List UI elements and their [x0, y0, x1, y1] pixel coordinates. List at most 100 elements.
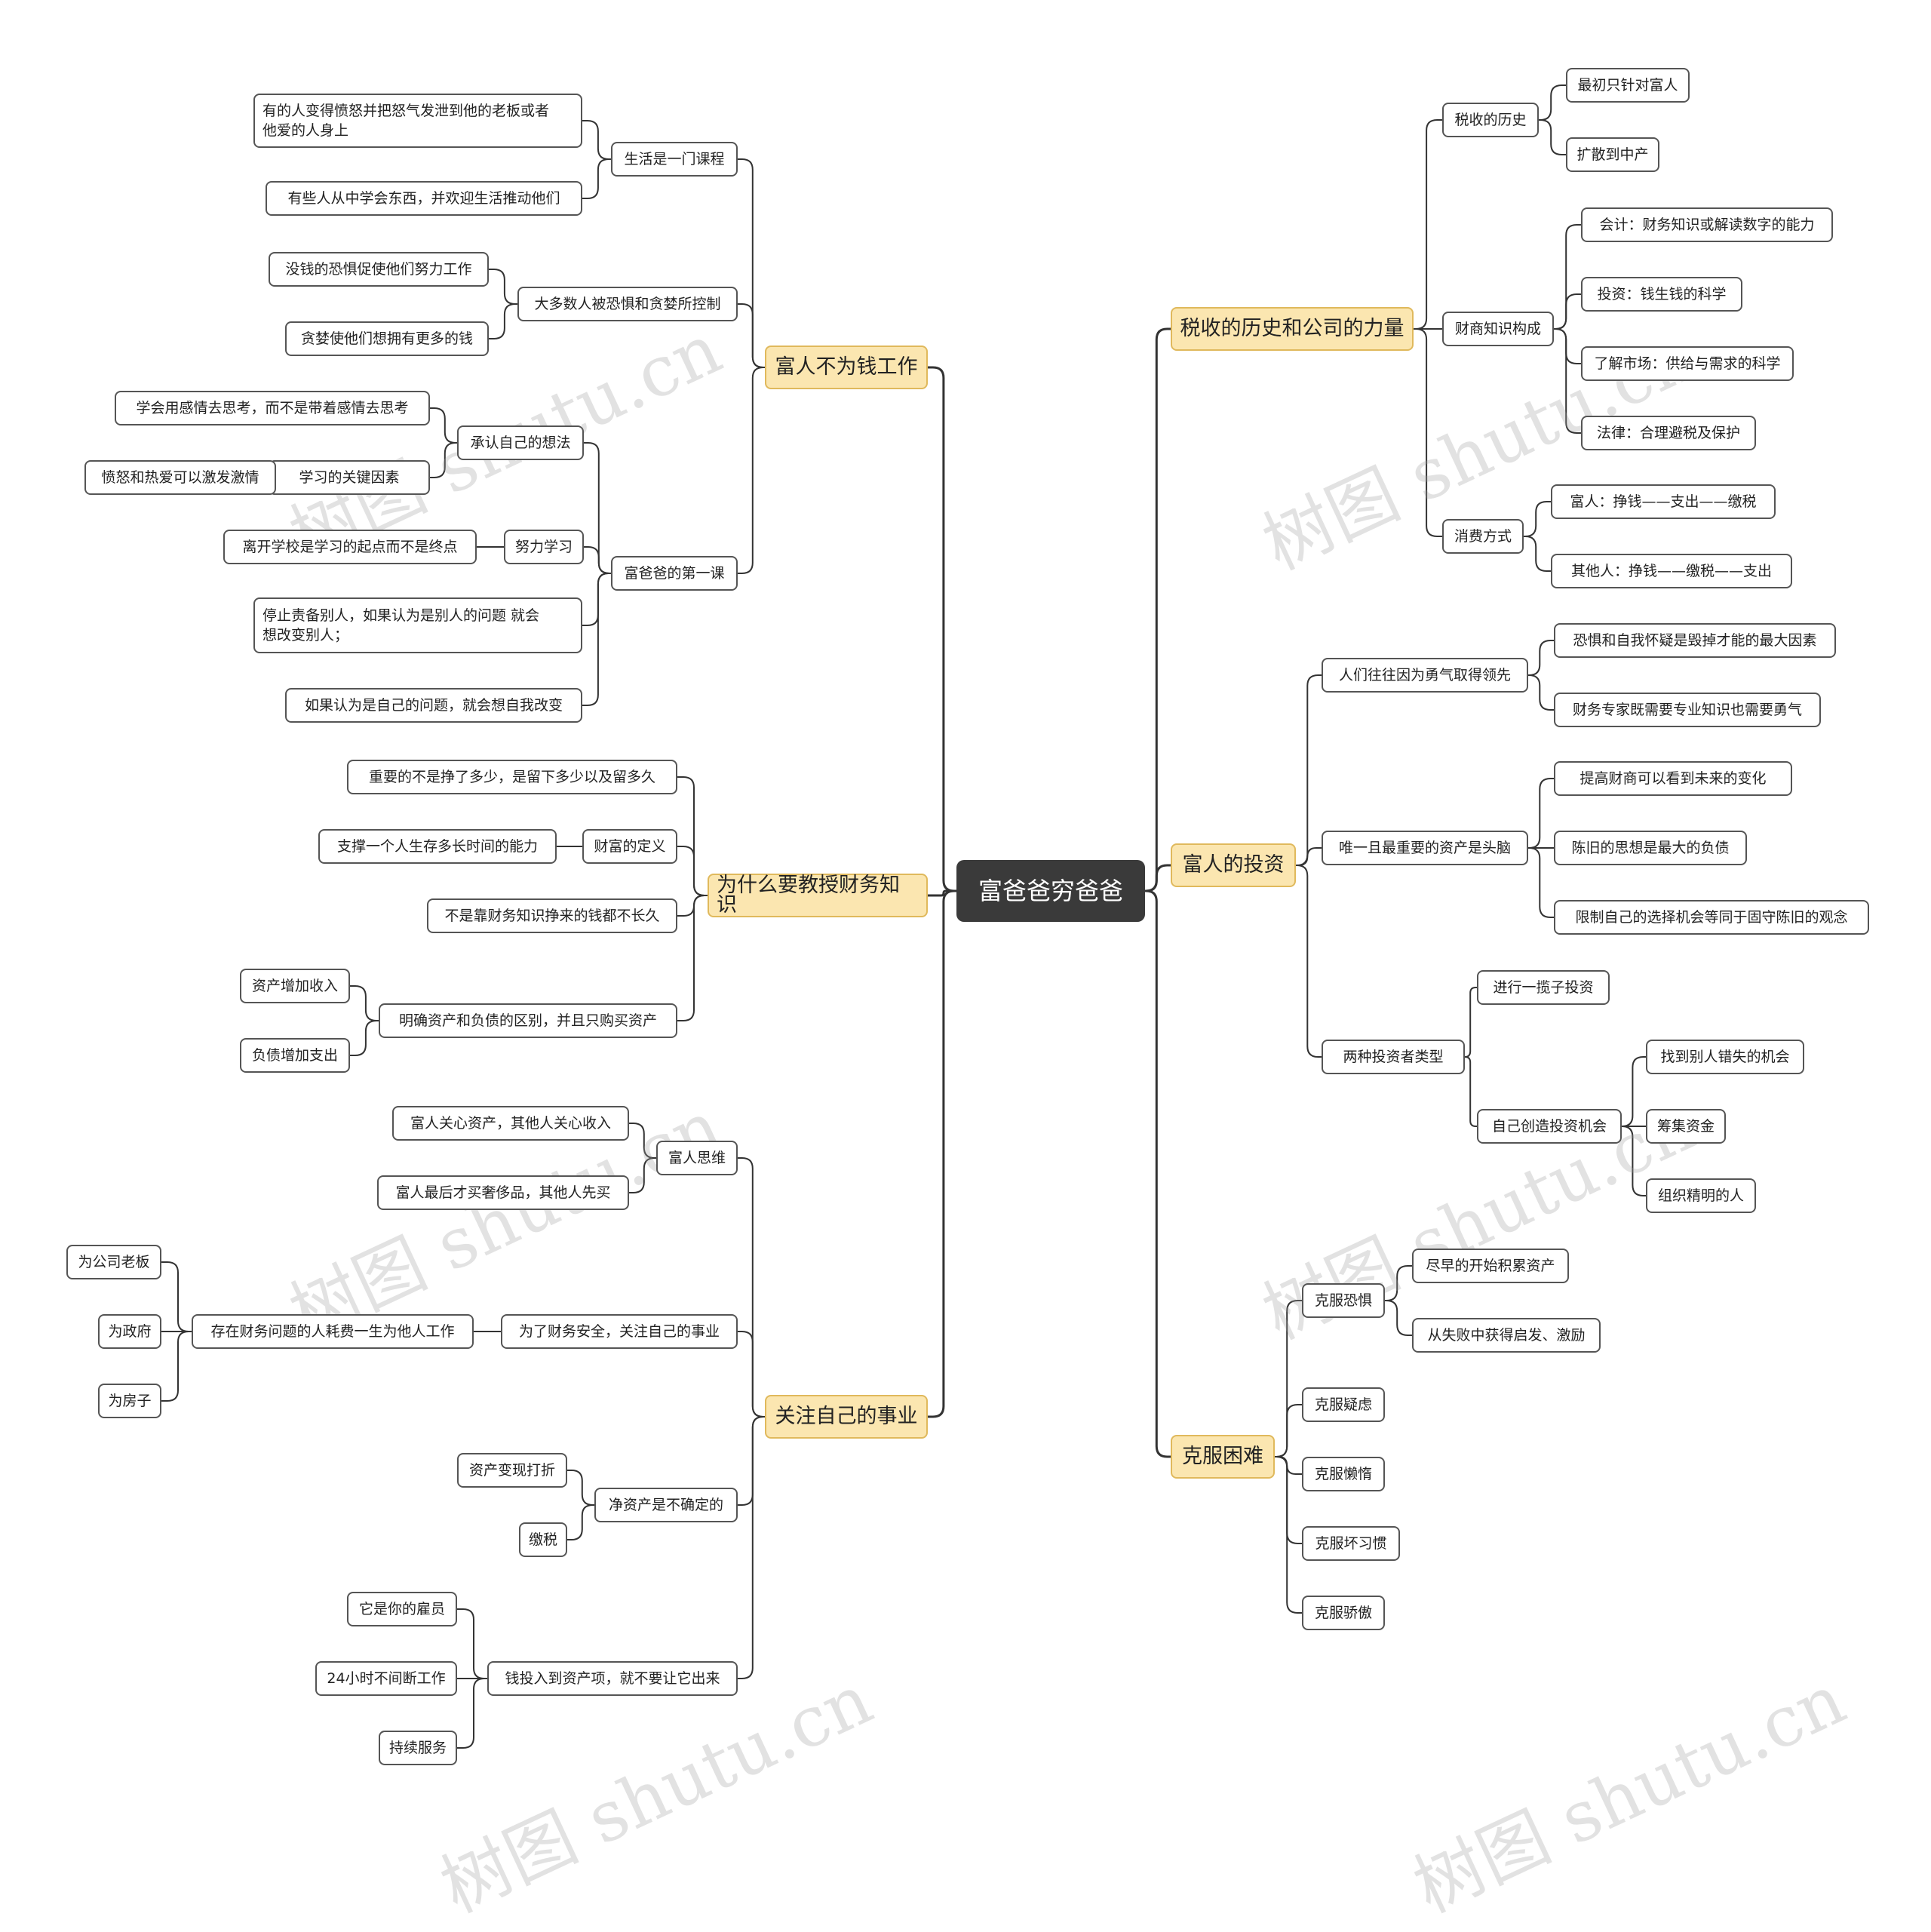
branch-why-teach-finance[interactable]: 为什么要教授财务知识	[708, 874, 928, 917]
node-overcome-laziness[interactable]: 克服懒惰	[1302, 1457, 1385, 1491]
connector-line	[1464, 987, 1477, 1058]
node-money-not-lasting[interactable]: 不是靠财务知识挣来的钱都不长久	[427, 898, 677, 933]
node-tax-middle-class[interactable]: 扩散到中产	[1566, 137, 1659, 172]
node-tax-rich-only[interactable]: 最初只针对富人	[1566, 68, 1690, 103]
node-spending-rich[interactable]: 富人：挣钱——支出——缴税	[1551, 484, 1776, 519]
node-anger-love[interactable]: 愤怒和热爱可以激发激情	[84, 460, 276, 495]
connector-line	[584, 546, 611, 574]
connector-line	[677, 846, 708, 896]
branch-rich-investing[interactable]: 富人的投资	[1171, 843, 1296, 887]
node-overcome-fear[interactable]: 克服恐惧	[1302, 1283, 1385, 1318]
node-overcome-doubt[interactable]: 克服疑虑	[1302, 1387, 1385, 1422]
node-taxes[interactable]: 缴税	[519, 1522, 567, 1557]
node-organize-smart[interactable]: 组织精明的人	[1646, 1178, 1756, 1213]
connector-line	[738, 158, 765, 368]
node-expert-courage[interactable]: 财务专家既需要专业知识也需要勇气	[1554, 693, 1821, 727]
connector-line	[928, 889, 956, 897]
node-overcome-bad-habits[interactable]: 克服坏习惯	[1302, 1526, 1400, 1561]
node-create-opportunity[interactable]: 自己创造投资机会	[1477, 1109, 1622, 1144]
connector-line	[738, 367, 765, 574]
node-fear-greed[interactable]: 大多数人被恐惧和贪婪所控制	[517, 287, 738, 321]
node-fq-market[interactable]: 了解市场：供给与需求的科学	[1581, 346, 1794, 381]
branch-tax-history[interactable]: 税收的历史和公司的力量	[1171, 307, 1414, 351]
node-greed[interactable]: 贪婪使他们想拥有更多的钱	[285, 321, 489, 356]
node-survive-ability[interactable]: 支撑一个人生存多长时间的能力	[318, 829, 557, 864]
node-asset-income[interactable]: 资产增加收入	[240, 969, 350, 1003]
node-net-worth-uncertain[interactable]: 净资产是不确定的	[594, 1488, 738, 1522]
node-asset-vs-liability[interactable]: 明确资产和负债的区别，并且只购买资产	[379, 1003, 677, 1038]
node-early-assets[interactable]: 尽早的开始积累资产	[1412, 1249, 1569, 1283]
node-fq-accounting[interactable]: 会计：财务知识或解读数字的能力	[1581, 207, 1833, 242]
node-investor-types[interactable]: 两种投资者类型	[1322, 1040, 1465, 1074]
connector-line	[1539, 119, 1566, 155]
node-life-lesson[interactable]: 生活是一门课程	[611, 142, 738, 177]
node-spending-others[interactable]: 其他人：挣钱——缴税——支出	[1551, 554, 1792, 588]
node-limit-choices[interactable]: 限制自己的选择机会等同于固守陈旧的观念	[1554, 900, 1869, 935]
branch-mind-your-business[interactable]: 关注自己的事业	[765, 1395, 928, 1439]
node-assets-vs-income[interactable]: 富人关心资产，其他人关心收入	[392, 1106, 629, 1141]
connector-line	[738, 1416, 765, 1506]
node-for-boss[interactable]: 为公司老板	[66, 1245, 161, 1279]
node-learn-from-failure[interactable]: 从失败中获得启发、激励	[1412, 1318, 1601, 1353]
node-your-employee[interactable]: 它是你的雇员	[347, 1592, 457, 1626]
connector-line	[629, 1157, 656, 1193]
connector-line	[1554, 328, 1581, 434]
node-study-hard[interactable]: 努力学习	[504, 530, 584, 564]
node-self-change[interactable]: 如果认为是自己的问题，就会想自我改变	[285, 688, 582, 723]
node-rich-thinking[interactable]: 富人思维	[656, 1141, 738, 1175]
connector-line	[738, 1157, 765, 1418]
node-fear-of-no-money[interactable]: 没钱的恐惧促使他们努力工作	[269, 252, 489, 287]
node-overcome-pride[interactable]: 克服骄傲	[1302, 1596, 1385, 1630]
node-first-lesson[interactable]: 富爸爸的第一课	[611, 556, 738, 591]
root-node[interactable]: 富爸爸穷爸爸	[956, 860, 1145, 922]
node-24-hours[interactable]: 24小时不间断工作	[315, 1661, 457, 1696]
node-luxury-last[interactable]: 富人最后才买奢侈品，其他人先买	[377, 1175, 629, 1210]
connector-line	[567, 1504, 594, 1540]
node-liquidation-discount[interactable]: 资产变现打折	[457, 1453, 567, 1488]
connector-line	[350, 1020, 379, 1056]
node-stop-blaming[interactable]: 停止责备别人，如果认为是别人的问题 就会 想改变别人；	[253, 597, 582, 653]
connector-line	[457, 1608, 487, 1679]
connector-line	[1554, 224, 1581, 330]
node-fq-law[interactable]: 法律：合理避税及保护	[1581, 416, 1756, 450]
node-courage[interactable]: 人们往往因为勇气取得领先	[1322, 658, 1528, 693]
node-for-house[interactable]: 为房子	[98, 1384, 161, 1418]
connector-line	[1385, 1300, 1412, 1336]
node-financial-security[interactable]: 为了财务安全，关注自己的事业	[501, 1314, 738, 1349]
node-for-government[interactable]: 为政府	[98, 1314, 161, 1349]
branch-rich-dont-work-for-money[interactable]: 富人不为钱工作	[765, 346, 928, 389]
connector-line	[1464, 1056, 1477, 1127]
node-see-future[interactable]: 提高财商可以看到未来的变化	[1554, 761, 1792, 796]
node-wealth-definition[interactable]: 财富的定义	[582, 829, 677, 864]
connector-line	[430, 407, 457, 444]
node-keep-money[interactable]: 重要的不是挣了多少，是留下多少以及留多久	[347, 760, 677, 794]
connector-line	[350, 985, 379, 1021]
connector-line	[430, 442, 457, 478]
connector-line	[1528, 640, 1554, 676]
connector-line	[1622, 1126, 1646, 1196]
node-fear-doubt[interactable]: 恐惧和自我怀疑是毁掉才能的最大因素	[1554, 623, 1836, 658]
node-some-learn[interactable]: 有些人从中学会东西，并欢迎生活推动他们	[266, 181, 582, 216]
node-raise-capital[interactable]: 筹集资金	[1646, 1109, 1726, 1144]
node-spending-pattern[interactable]: 消费方式	[1442, 519, 1524, 554]
node-fq-investing[interactable]: 投资：钱生钱的科学	[1581, 277, 1742, 312]
node-some-get-angry[interactable]: 有的人变得愤怒并把怒气发泄到他的老板或者 他爱的人身上	[253, 94, 582, 148]
connector-line	[629, 1123, 656, 1159]
node-liability-expense[interactable]: 负债增加支出	[240, 1038, 350, 1073]
node-admit-thoughts[interactable]: 承认自己的想法	[457, 425, 584, 460]
node-financial-iq[interactable]: 财商知识构成	[1442, 312, 1554, 346]
connector-line	[582, 158, 611, 199]
node-package-investing[interactable]: 进行一揽子投资	[1477, 970, 1610, 1005]
node-missed-opportunity[interactable]: 找到别人错失的机会	[1646, 1040, 1804, 1074]
node-work-for-others[interactable]: 存在财务问题的人耗费一生为他人工作	[192, 1314, 474, 1349]
node-mind-asset[interactable]: 唯一且最重要的资产是头脑	[1322, 831, 1528, 865]
node-school-start[interactable]: 离开学校是学习的起点而不是终点	[223, 530, 477, 564]
node-old-thinking[interactable]: 陈旧的思想是最大的负债	[1554, 831, 1747, 865]
node-think-with-emotion[interactable]: 学会用感情去思考，而不是带着感情去思考	[115, 391, 430, 425]
node-keep-in-assets[interactable]: 钱投入到资产项，就不要让它出来	[487, 1661, 738, 1696]
branch-overcome[interactable]: 克服困难	[1171, 1435, 1275, 1479]
connector-line	[1296, 674, 1322, 866]
node-tax-history[interactable]: 税收的历史	[1442, 103, 1539, 137]
node-learning-key[interactable]: 学习的关键因素	[269, 460, 430, 495]
node-continuous-service[interactable]: 持续服务	[379, 1731, 457, 1765]
